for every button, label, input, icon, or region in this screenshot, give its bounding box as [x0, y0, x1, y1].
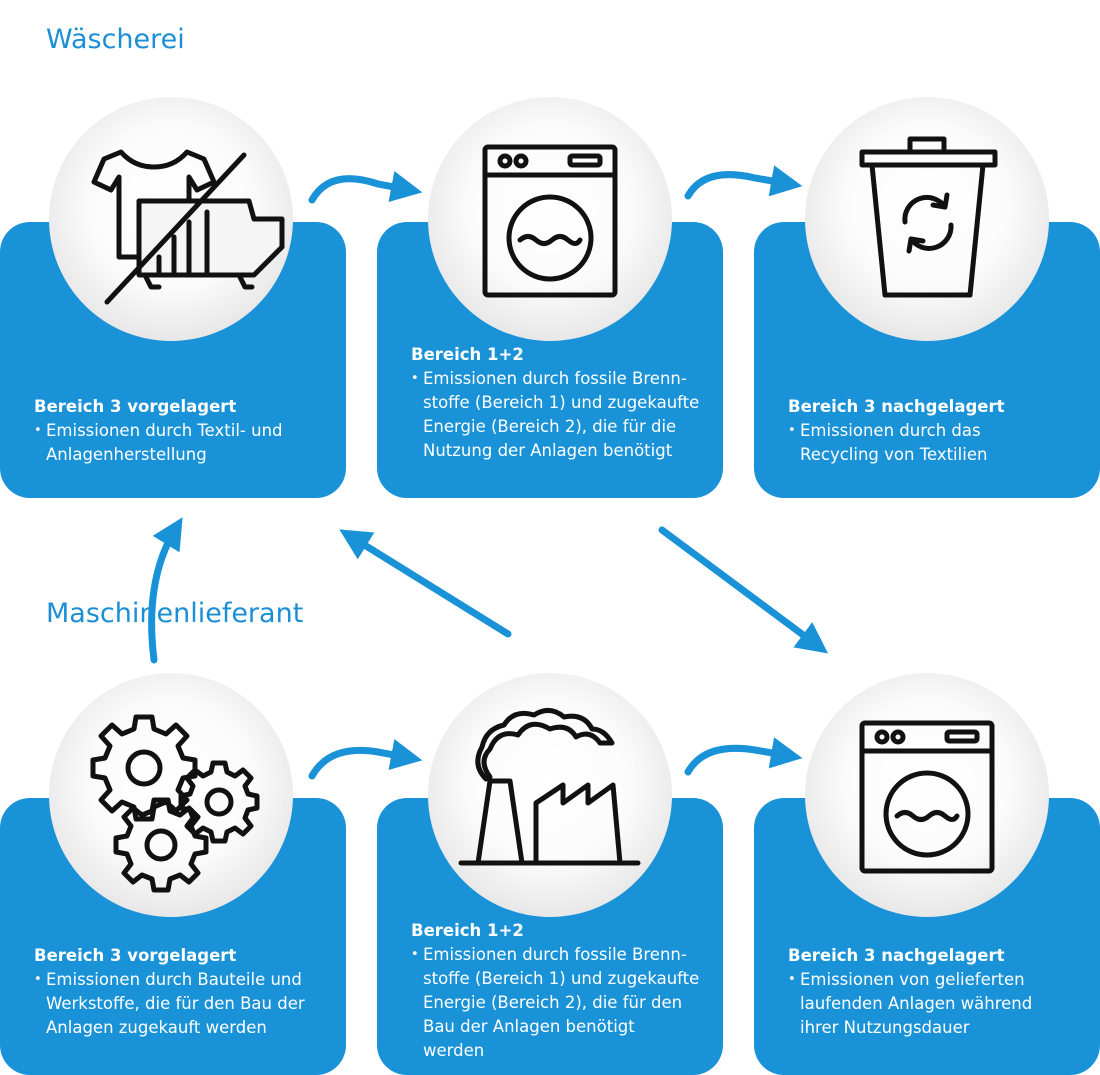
card-laundry-scope12: Bereich 1+2 Emissionen durch fossile Bre… — [377, 222, 723, 498]
arrow-laundry-1-to-2 — [308, 171, 423, 204]
arrow-supplier-1-to-2 — [308, 739, 423, 780]
bubble-supplier-upstream — [49, 673, 293, 917]
card-bullet: Emissionen durch fossile Brenn-stoffe (B… — [411, 943, 701, 1063]
card-bullet: Emissionen durch Textil- und Anlagenhers… — [34, 419, 332, 467]
bubble-supplier-downstream — [805, 673, 1049, 917]
washing-machine-icon — [482, 144, 618, 298]
card-bullet: Emissionen durch Bauteile und Werkstoffe… — [34, 968, 332, 1040]
card-heading: Bereich 3 vorgelagert — [34, 946, 237, 965]
section-title-laundry: Wäscherei — [46, 24, 185, 55]
recycling-bin-icon — [859, 136, 998, 298]
arrow-laundry-scope12-to-supplier-downstream — [658, 526, 829, 654]
arrow-supplier-up-to-laundry — [148, 517, 183, 664]
bubble-laundry-scope12 — [428, 97, 672, 341]
card-heading: Bereich 3 nachgelagert — [788, 946, 1005, 965]
arrow-supplier-scope12-to-laundry-upstream — [339, 529, 512, 638]
card-bullet: Emissionen durch das Recycling von Texti… — [788, 419, 1038, 467]
gears-icon — [90, 714, 260, 893]
card-heading: Bereich 1+2 — [411, 921, 524, 940]
card-heading: Bereich 3 nachgelagert — [788, 397, 1005, 416]
section-title-supplier: Maschinenlieferant — [46, 598, 304, 629]
washing-machine-icon — [859, 720, 995, 874]
factory-icon — [458, 708, 641, 866]
bubble-supplier-scope12 — [428, 673, 672, 917]
arrow-laundry-2-to-3 — [684, 165, 803, 200]
bubble-laundry-downstream — [805, 97, 1049, 341]
arrow-supplier-2-to-3 — [684, 737, 803, 776]
bubble-laundry-upstream — [49, 97, 293, 341]
tshirt-and-machine-crossed-icon — [91, 149, 285, 305]
card-bullet: Emissionen von gelieferten laufenden Anl… — [788, 968, 1058, 1040]
card-bullet: Emissionen durch fossile Brenn-stoffe (B… — [411, 367, 701, 463]
card-heading: Bereich 1+2 — [411, 345, 524, 364]
card-heading: Bereich 3 vorgelagert — [34, 397, 237, 416]
